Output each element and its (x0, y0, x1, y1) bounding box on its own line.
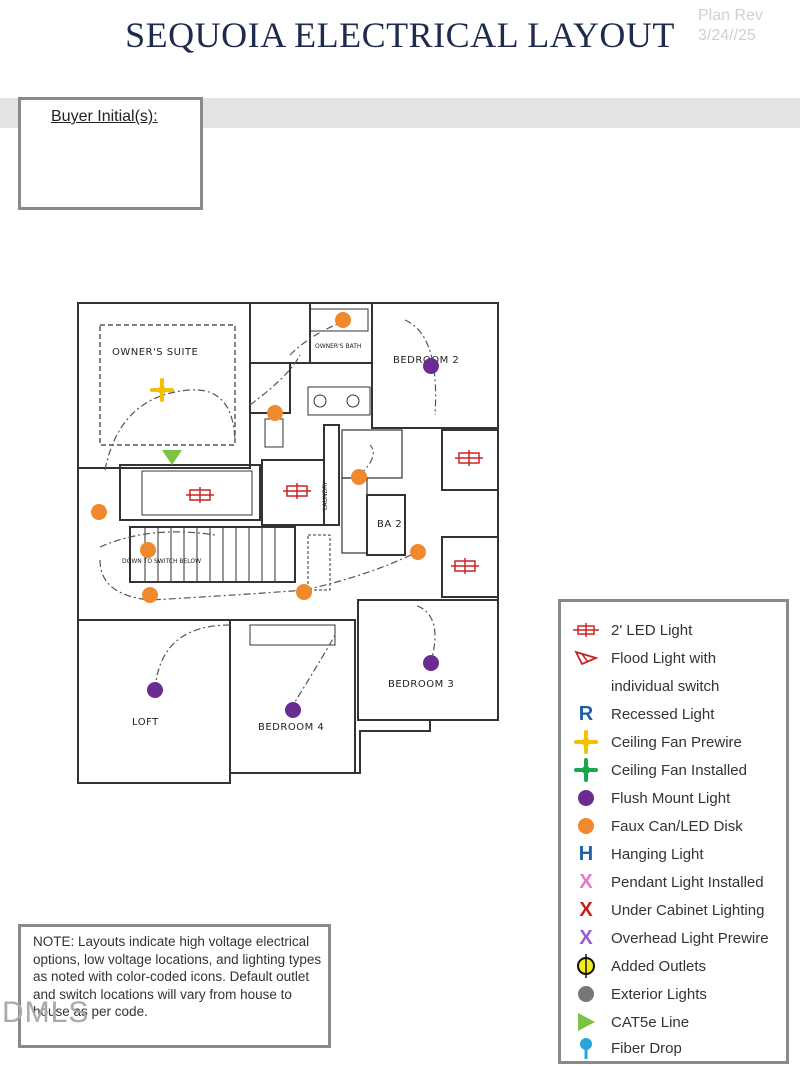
legend-label: CAT5e Line (611, 1013, 690, 1031)
legend-label: Faux Can/LED Disk (611, 817, 743, 835)
faux-can-icon (142, 587, 158, 603)
flood-light-icon (561, 646, 611, 670)
legend-item: Fiber Drop (561, 1034, 786, 1062)
legend-item: Flush Mount Light (561, 784, 786, 812)
legend-item: Exterior Lights (561, 980, 786, 1008)
cat5e-icon (561, 1010, 611, 1034)
faux-can-icon (140, 542, 156, 558)
faux-can-icon (296, 584, 312, 600)
legend-label: Exterior Lights (611, 985, 707, 1003)
legend-item: R Recessed Light (561, 700, 786, 728)
hanging-light-icon: H (578, 842, 594, 865)
legend-label: Overhead Light Prewire (611, 929, 769, 947)
faux-can-icon (91, 504, 107, 520)
pendant-light-icon: X (579, 870, 593, 893)
plan-revision: Plan Rev 3/24//25 (698, 6, 763, 46)
laundry-label: LAUNDRY (322, 481, 329, 510)
bedroom3-label: BEDROOM 3 (388, 679, 454, 690)
legend-item: Faux Can/LED Disk (561, 812, 786, 840)
plan-rev-label: Plan Rev (698, 7, 763, 24)
legend-item: Flood Light with (561, 644, 786, 672)
legend-label: Flood Light with (611, 649, 717, 667)
legend-label: Flush Mount Light (611, 789, 731, 807)
faux-can-icon (561, 814, 611, 838)
faux-can-icon (267, 405, 283, 421)
legend-item: Ceiling Fan Installed (561, 756, 786, 784)
cat5e-icon (162, 450, 182, 465)
overhead-prewire-icon: X (579, 926, 593, 949)
exterior-light-icon (561, 982, 611, 1006)
bedroom4-label: BEDROOM 4 (258, 722, 324, 733)
owners-suite-label: OWNER'S SUITE (112, 347, 198, 358)
ceiling-fan-prewire-icon (561, 730, 611, 754)
legend-label: individual switch (611, 677, 720, 695)
loft-walls (77, 619, 231, 784)
legend-item: H Hanging Light (561, 840, 786, 868)
recessed-light-icon: R (578, 702, 594, 725)
legend: 2' LED Light Flood Light with individual… (558, 599, 789, 1064)
legend-label: Pendant Light Installed (611, 873, 764, 891)
legend-item: CAT5e Line (561, 1008, 786, 1036)
led-2ft-icon (561, 618, 611, 642)
legend-item: 2' LED Light (561, 616, 786, 644)
ceiling-fan-prewire-icon (150, 378, 174, 402)
owners-bath-label: OWNER'S BATH (315, 343, 361, 350)
legend-item: Added Outlets (561, 952, 786, 980)
legend-item: X Overhead Light Prewire (561, 924, 786, 952)
legend-label: Ceiling Fan Installed (611, 761, 747, 779)
added-outlet-icon (561, 954, 611, 978)
note-box: NOTE: Layouts indicate high voltage elec… (18, 924, 331, 1048)
led-2ft-icon (283, 483, 311, 499)
legend-label: Ceiling Fan Prewire (611, 733, 742, 751)
faux-can-icon (410, 544, 426, 560)
led-2ft-icon (455, 450, 483, 466)
legend-label: Added Outlets (611, 957, 707, 975)
floor-plan: OWNER'S SUITE OWNER'S BATH BEDROOM 2 LAU… (77, 302, 499, 784)
legend-label: Recessed Light (611, 705, 715, 723)
fiber-drop-icon (561, 1036, 611, 1060)
faux-can-icon (351, 469, 367, 485)
legend-label: Fiber Drop (611, 1039, 682, 1057)
legend-label: Hanging Light (611, 845, 704, 863)
buyer-initials-box[interactable]: Buyer Initial(s): (18, 97, 203, 210)
bedroom3-walls (357, 599, 499, 721)
legend-item: individual switch (561, 672, 786, 700)
buyer-initials-label: Buyer Initial(s): (51, 108, 158, 125)
plan-rev-date: 3/24//25 (698, 27, 756, 44)
legend-label: 2' LED Light (611, 621, 693, 639)
down-to-switch-label: DOWN TO SWITCH BELOW (122, 558, 201, 565)
loft-label: LOFT (132, 717, 159, 728)
ceiling-fan-installed-icon (561, 758, 611, 782)
legend-item: X Under Cabinet Lighting (561, 896, 786, 924)
flush-mount-icon (147, 682, 163, 698)
legend-item: X Pendant Light Installed (561, 868, 786, 896)
bedroom4-walls (229, 619, 356, 774)
flush-mount-icon (561, 786, 611, 810)
staircase (129, 526, 296, 583)
note-text: NOTE: Layouts indicate high voltage elec… (33, 934, 322, 1019)
legend-item: Ceiling Fan Prewire (561, 728, 786, 756)
bath2-label: BA 2 (377, 519, 402, 530)
flush-mount-icon (423, 358, 439, 374)
watermark: DMLS (2, 996, 90, 1029)
bedroom2-walls (371, 302, 499, 429)
flush-mount-icon (423, 655, 439, 671)
led-2ft-icon (186, 487, 214, 503)
led-2ft-icon (451, 558, 479, 574)
faux-can-icon (335, 312, 351, 328)
under-cabinet-icon: X (579, 898, 593, 921)
flush-mount-icon (285, 702, 301, 718)
page-title: SEQUOIA ELECTRICAL LAYOUT (125, 15, 675, 55)
legend-label: Under Cabinet Lighting (611, 901, 765, 919)
